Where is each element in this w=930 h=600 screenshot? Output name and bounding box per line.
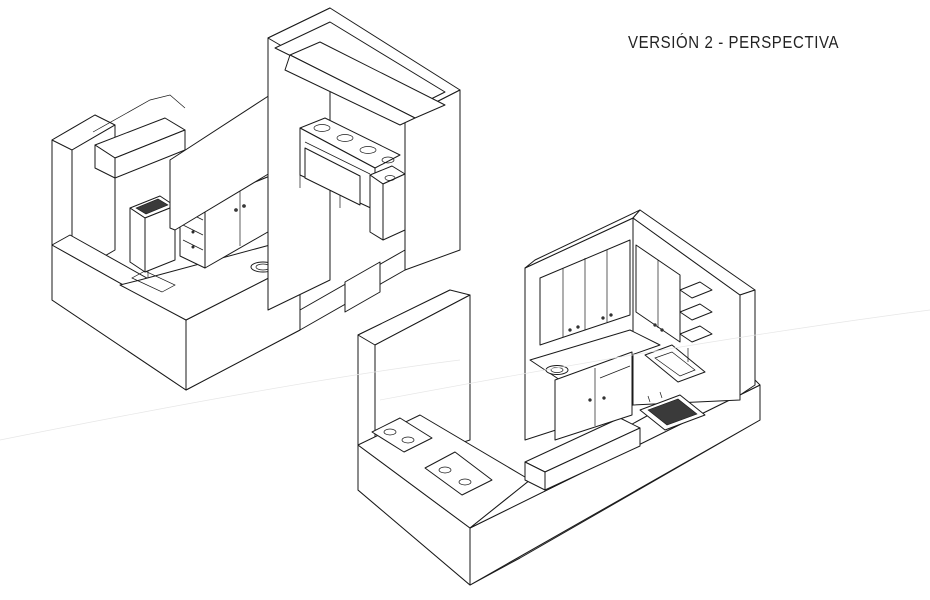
range-oven [304,147,361,206]
drawing-title: VERSIÓN 2 - PERSPECTIVA [628,33,840,53]
right-grill-grate [647,398,698,426]
right-hood-front [284,54,416,126]
right-burner-2 [424,451,493,496]
right-shelf-1 [679,281,713,299]
right-shelf-3 [679,325,713,343]
base-cabinet-front [554,351,633,441]
right-burner-1 [371,417,433,453]
range-right-side [382,173,406,241]
range-right-front [369,174,384,241]
kitchen-right [357,209,761,586]
left-sink [131,270,176,293]
left-wall-opening [344,261,381,313]
right-shelf-2 [679,303,713,321]
left-grill-grate [135,198,169,215]
kitchen-left [51,7,461,391]
right-sink [644,344,706,383]
right-right-wall-face [739,289,756,396]
